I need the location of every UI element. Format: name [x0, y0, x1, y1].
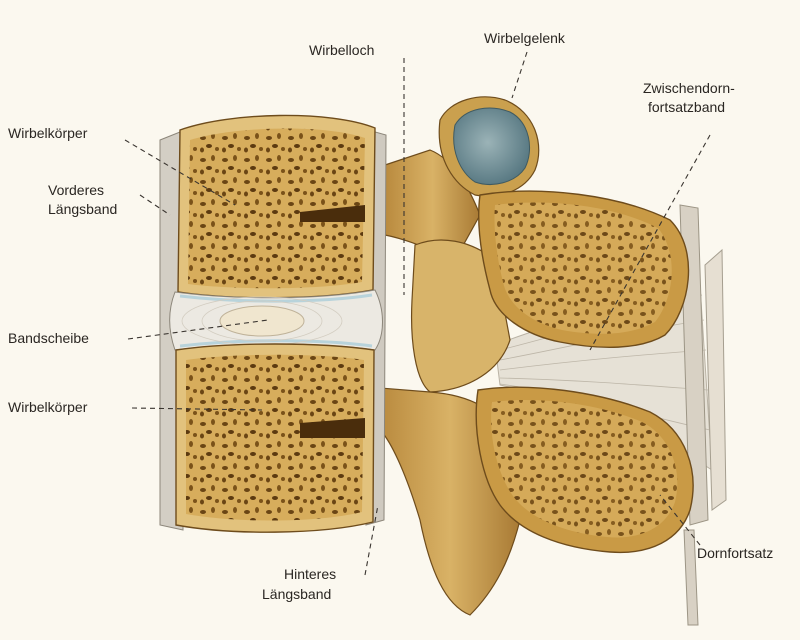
label-hinteres-line2: Längsband: [262, 586, 331, 603]
label-bandscheibe: Bandscheibe: [8, 330, 89, 347]
label-zwischendorn-line1: Zwischendorn-: [643, 80, 735, 97]
label-wirbelgelenk: Wirbelgelenk: [484, 30, 565, 47]
label-hinteres-line1: Hinteres: [284, 566, 336, 583]
label-wirbelkoerper-upper: Wirbelkörper: [8, 125, 87, 142]
label-vorderes-line1: Vorderes: [48, 182, 104, 199]
supraspinous-ligament-outer: [705, 250, 726, 510]
label-wirbelloch: Wirbelloch: [309, 42, 374, 59]
label-vorderes-line2: Längsband: [48, 201, 117, 218]
label-wirbelkoerper-lower: Wirbelkörper: [8, 399, 87, 416]
label-dornfortsatz: Dornfortsatz: [697, 545, 773, 562]
facet-joint-cartilage: [454, 108, 530, 184]
label-zwischendorn-line2: fortsatzband: [648, 99, 725, 116]
